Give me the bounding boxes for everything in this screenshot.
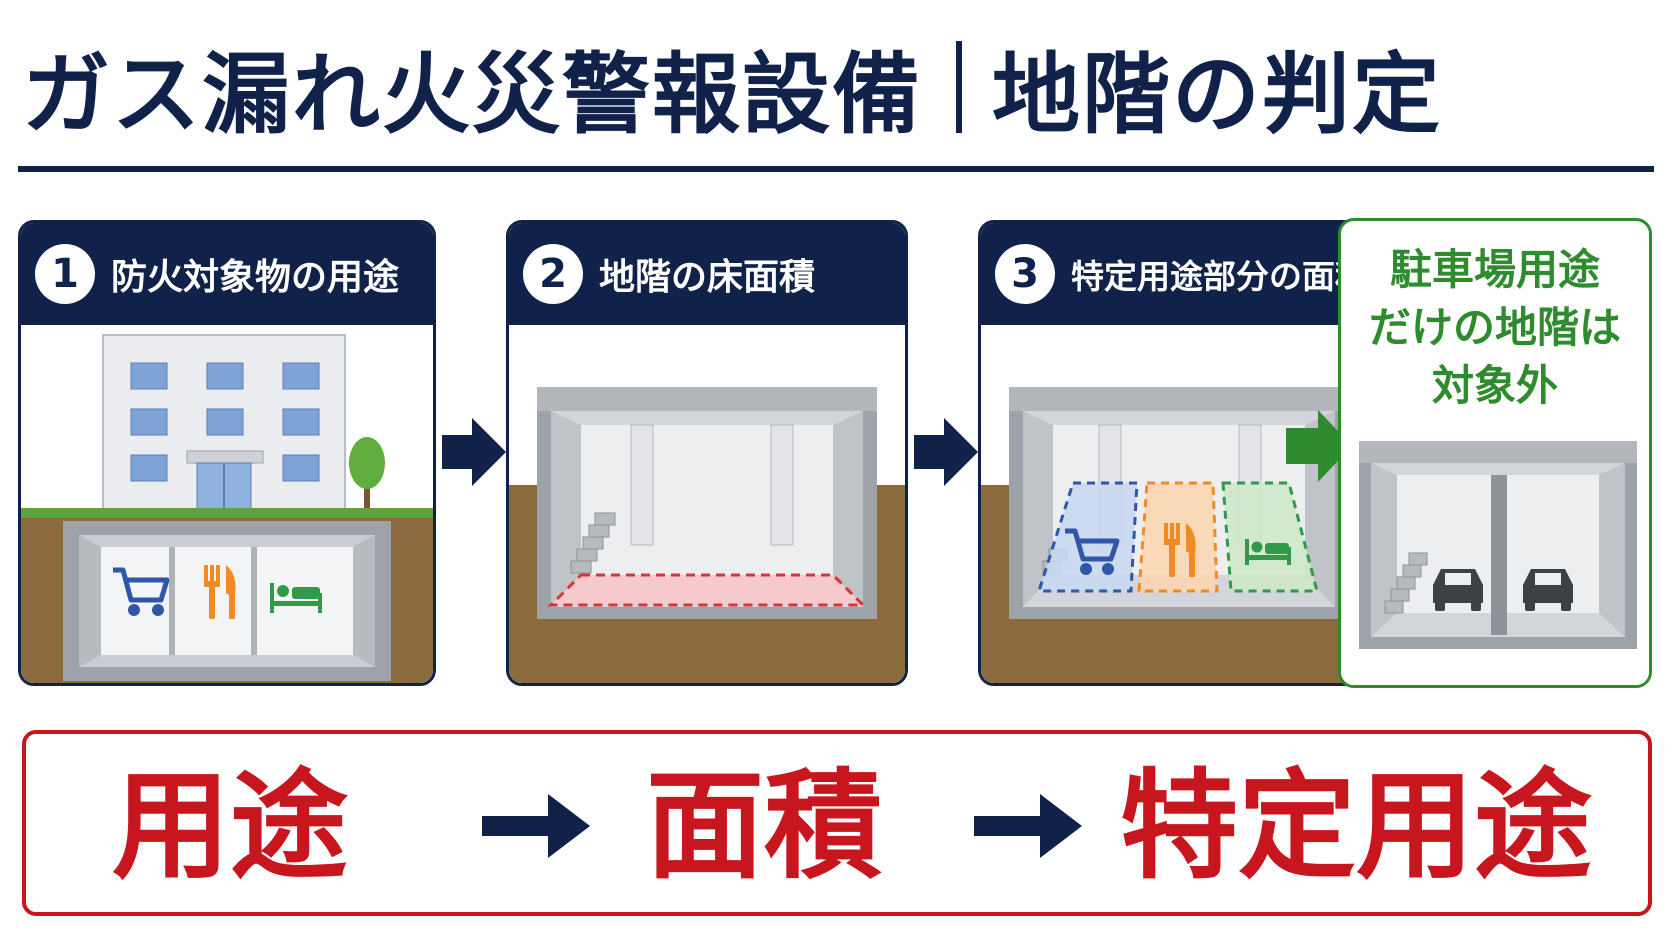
arrow-right-icon bbox=[1286, 410, 1352, 482]
step-3-panel: 3 特定用途部分の面積 bbox=[978, 220, 1380, 686]
arrow-right-icon bbox=[482, 794, 590, 858]
exclusion-line-3: 対象外 bbox=[1431, 361, 1558, 410]
arrow-right-icon bbox=[914, 418, 978, 486]
parking-basement-illustration bbox=[1341, 431, 1649, 685]
step-1-number: 1 bbox=[35, 244, 95, 304]
step-2-label: 地階の床面積 bbox=[599, 257, 816, 298]
step-3-number: 3 bbox=[995, 244, 1055, 304]
step-2-header: 2 地階の床面積 bbox=[509, 223, 905, 325]
step-3-label: 特定用途部分の面積 bbox=[1071, 257, 1368, 296]
page-title: ガス漏れ火災警報設備 地階の判定 bbox=[22, 22, 1652, 152]
floor-area-illustration bbox=[509, 325, 905, 683]
building-illustration bbox=[21, 325, 433, 683]
step-2-number: 2 bbox=[523, 244, 583, 304]
cart-icon bbox=[113, 567, 170, 616]
step-3-header: 3 特定用途部分の面積 bbox=[981, 223, 1377, 325]
step-2-panel: 2 地階の床面積 bbox=[506, 220, 908, 686]
title-rule bbox=[18, 166, 1654, 172]
summary-word-3: 特定用途 bbox=[1120, 757, 1593, 895]
summary-word-1: 用途 bbox=[112, 757, 349, 895]
summary-box: 用途 面積 特定用途 bbox=[22, 730, 1652, 916]
title-right: 地階の判定 bbox=[992, 42, 1443, 146]
fork-knife-icon bbox=[204, 565, 236, 619]
exclusion-line-2: だけの地階は bbox=[1368, 303, 1621, 352]
stairs-icon bbox=[1384, 552, 1428, 614]
stairs-icon bbox=[570, 512, 616, 574]
exclusion-text: 駐車場用途 だけの地階は 対象外 bbox=[1341, 241, 1649, 415]
car-icon bbox=[1433, 569, 1483, 611]
bed-icon bbox=[1245, 539, 1291, 565]
cart-icon bbox=[1065, 528, 1120, 575]
step-1-panel: 1 防火対象物の用途 bbox=[18, 220, 436, 686]
step-1-header: 1 防火対象物の用途 bbox=[21, 223, 433, 325]
title-separator bbox=[956, 41, 963, 133]
step-1-label: 防火対象物の用途 bbox=[111, 257, 400, 298]
summary-word-2: 面積 bbox=[646, 757, 883, 895]
title-left: ガス漏れ火災警報設備 bbox=[22, 42, 923, 146]
building-icon bbox=[102, 334, 346, 516]
bed-icon bbox=[270, 583, 322, 613]
arrow-right-icon bbox=[974, 794, 1082, 858]
fork-knife-icon bbox=[1164, 523, 1196, 577]
car-icon bbox=[1523, 569, 1573, 611]
specific-use-area-illustration bbox=[981, 325, 1377, 683]
arrow-right-icon bbox=[442, 418, 506, 486]
exclusion-panel: 駐車場用途 だけの地階は 対象外 bbox=[1338, 218, 1652, 688]
exclusion-line-1: 駐車場用途 bbox=[1389, 245, 1600, 294]
